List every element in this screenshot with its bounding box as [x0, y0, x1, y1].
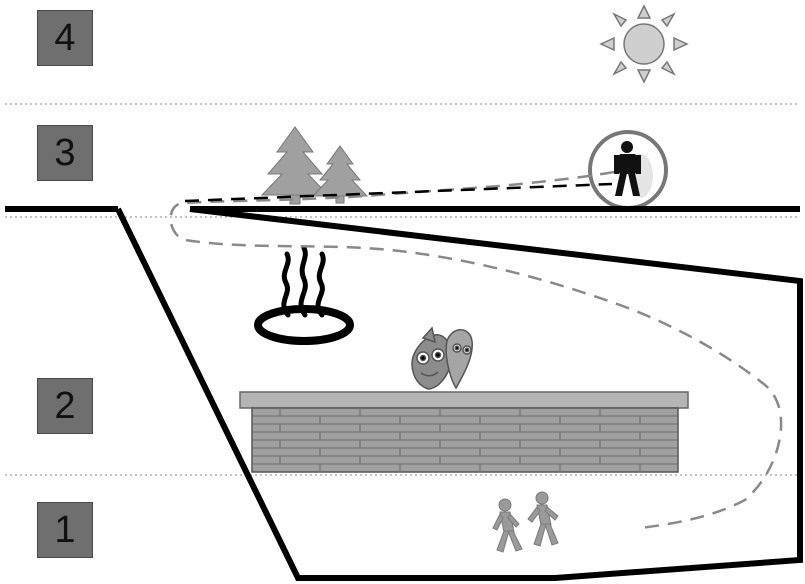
level-3-label: 3	[37, 125, 93, 181]
level-4-label: 4	[37, 10, 93, 66]
trees-icon	[262, 127, 367, 204]
dashed-upper-path	[185, 184, 612, 201]
sun-icon	[601, 6, 687, 82]
level-1-label: 1	[37, 502, 93, 558]
walking-people-icon	[493, 492, 558, 552]
heat-waves-icon	[258, 248, 350, 341]
level-2-label: 2	[37, 378, 93, 434]
person-in-circle-icon	[590, 132, 666, 208]
creatures-icon	[412, 328, 472, 389]
brick-wall-icon	[240, 392, 688, 472]
